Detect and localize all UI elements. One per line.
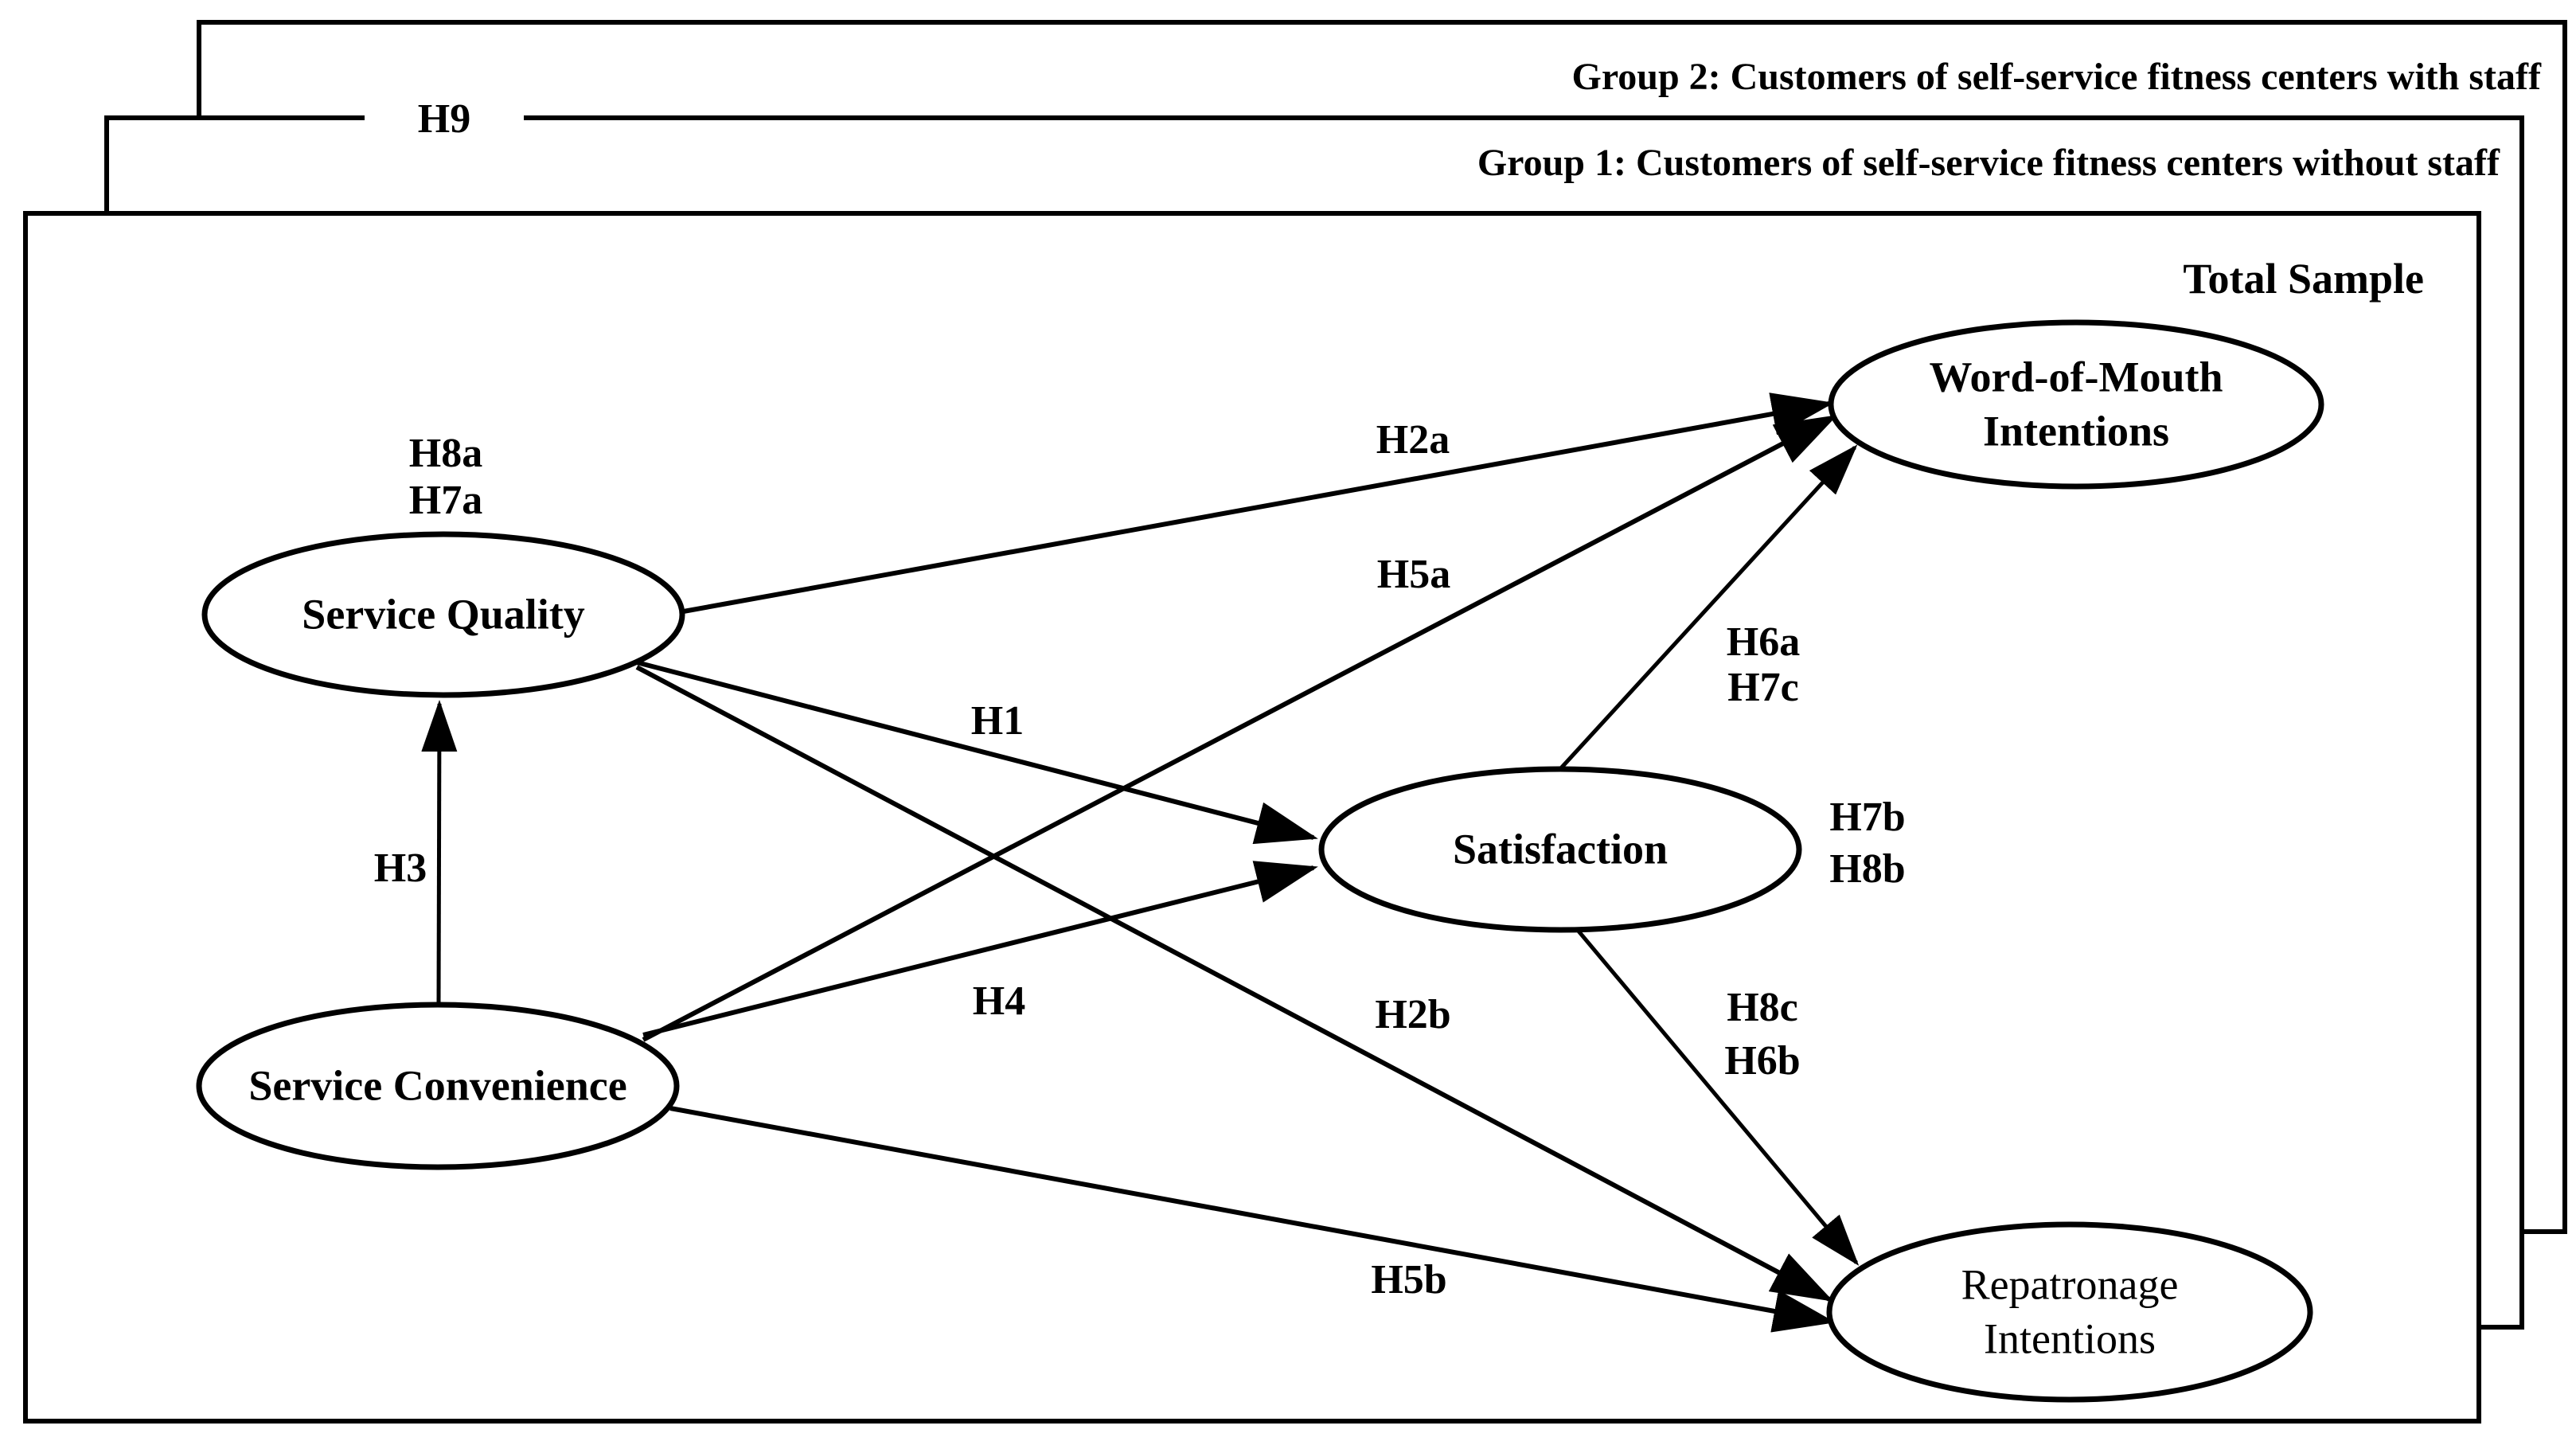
h8b-label: H8b: [1829, 846, 1906, 892]
service-convenience-ellipse: [196, 1002, 680, 1170]
group1-frame-label: Group 1: Customers of self-service fitne…: [1477, 142, 2500, 184]
arrow-h8c-h6b-sat-to-rep: [1575, 927, 1860, 1266]
h9-border-gap: [365, 102, 524, 135]
repatronage-ellipse: [1826, 1221, 2313, 1403]
h7c-label: H7c: [1727, 665, 1799, 710]
repatronage-label: Repatronage Intentions: [1961, 1260, 2179, 1363]
group2-frame-label: Group 2: Customers of self-service fitne…: [1571, 56, 2541, 98]
arrow-h2b-sq-to-rep: [635, 665, 1834, 1302]
h2b-label: H2b: [1375, 992, 1451, 1037]
h6b-label: H6b: [1724, 1038, 1801, 1084]
h7b-label: H7b: [1829, 795, 1906, 840]
arrow-h1-sq-to-sat: [636, 660, 1318, 845]
service-convenience-label: Service Convenience: [248, 1061, 627, 1110]
h2a-label: H2a: [1376, 417, 1450, 463]
h5b-label: H5b: [1371, 1257, 1447, 1302]
arrow-h5b-sc-to-rep: [669, 1106, 1836, 1333]
h7a-label: H7a: [408, 478, 483, 523]
service-quality-label: Service Quality: [302, 590, 585, 639]
h9-label: H9: [417, 96, 471, 142]
h8c-label: H8c: [1727, 985, 1798, 1030]
h1-label: H1: [970, 698, 1025, 744]
satisfaction-label: Satisfaction: [1453, 825, 1668, 873]
arrow-h2a-sq-to-wom: [678, 392, 1834, 615]
h3-label: H3: [373, 846, 427, 891]
h6a-label: H6a: [1726, 619, 1801, 665]
h5a-label: H5a: [1376, 552, 1451, 597]
arrow-h5a-sc-to-wom: [642, 415, 1838, 1042]
word-of-mouth-ellipse: [1828, 319, 2324, 490]
satisfaction-ellipse: [1318, 766, 1802, 933]
word-of-mouth-label: Word-of-Mouth Intentions: [1929, 353, 2223, 455]
service-quality-ellipse: [201, 531, 685, 698]
arrow-h4-sc-to-sat: [642, 861, 1318, 1037]
total-sample-label: Total Sample: [2183, 255, 2424, 303]
h8a-label: H8a: [408, 431, 483, 476]
arrow-h6a-h7c-sat-to-wom: [1557, 444, 1858, 772]
h4-label: H4: [972, 978, 1026, 1024]
